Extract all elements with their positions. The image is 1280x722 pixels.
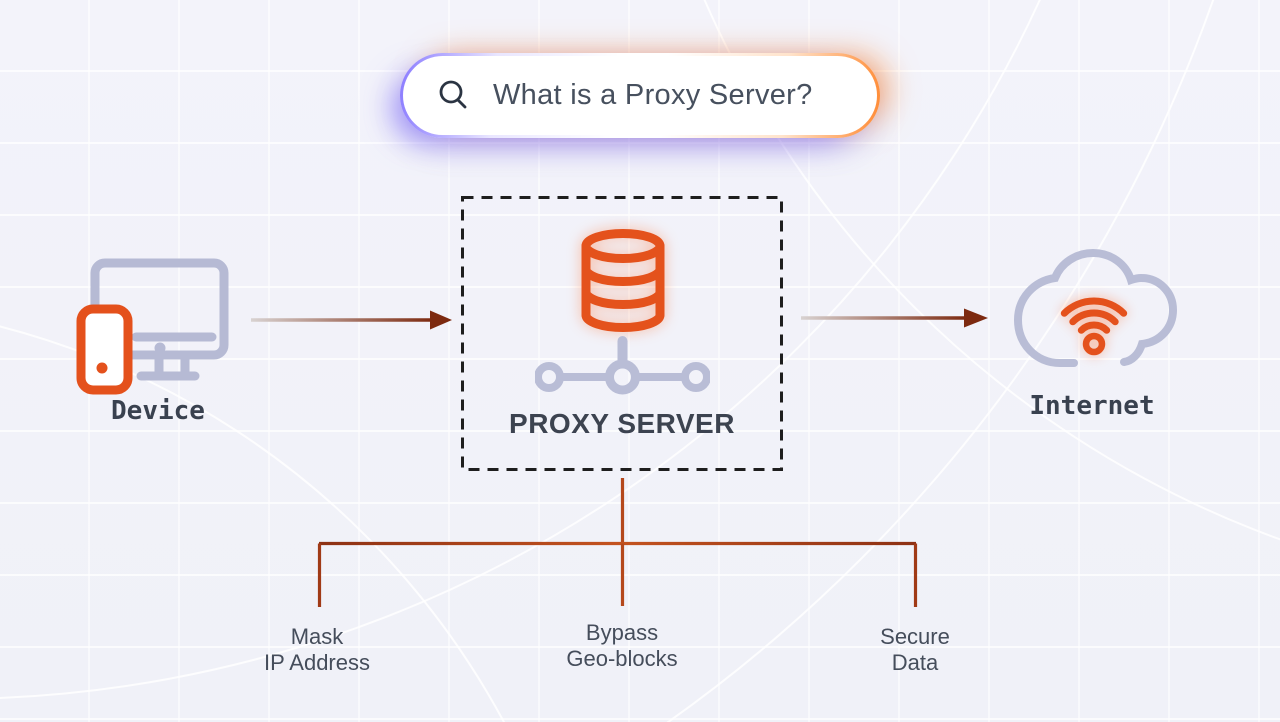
benefit-mask-ip-address: Mask IP Address bbox=[197, 624, 437, 676]
benefit-branch-lines bbox=[317, 478, 918, 607]
arrow-right-icon bbox=[801, 308, 988, 328]
arrow-right-icon bbox=[251, 310, 452, 330]
benefit-secure-data: Secure Data bbox=[795, 624, 1035, 676]
monitor-and-smartphone-icon bbox=[76, 256, 231, 401]
benefit-line: Mask bbox=[290, 624, 344, 649]
network-nodes-icon bbox=[534, 336, 711, 402]
search-icon bbox=[437, 79, 471, 113]
proxy-server-dashed-border bbox=[461, 196, 783, 471]
proxy-server-label: PROXY SERVER bbox=[509, 408, 735, 439]
benefit-line: Geo-blocks bbox=[566, 646, 678, 671]
internet-label: Internet bbox=[1029, 391, 1155, 421]
benefit-line: IP Address bbox=[264, 650, 370, 675]
wifi-icon bbox=[1060, 297, 1128, 356]
benefit-line: Bypass bbox=[585, 620, 659, 645]
benefit-line: Secure bbox=[880, 624, 950, 649]
search-bar[interactable]: What is a Proxy Server? bbox=[400, 53, 880, 138]
benefit-bypass-geo-blocks: Bypass Geo-blocks bbox=[502, 620, 742, 672]
search-query-text: What is a Proxy Server? bbox=[493, 79, 813, 111]
database-icon bbox=[578, 229, 668, 332]
cloud-icon bbox=[1002, 248, 1184, 375]
device-label: Device bbox=[111, 396, 205, 426]
benefit-line: Data bbox=[891, 650, 939, 675]
